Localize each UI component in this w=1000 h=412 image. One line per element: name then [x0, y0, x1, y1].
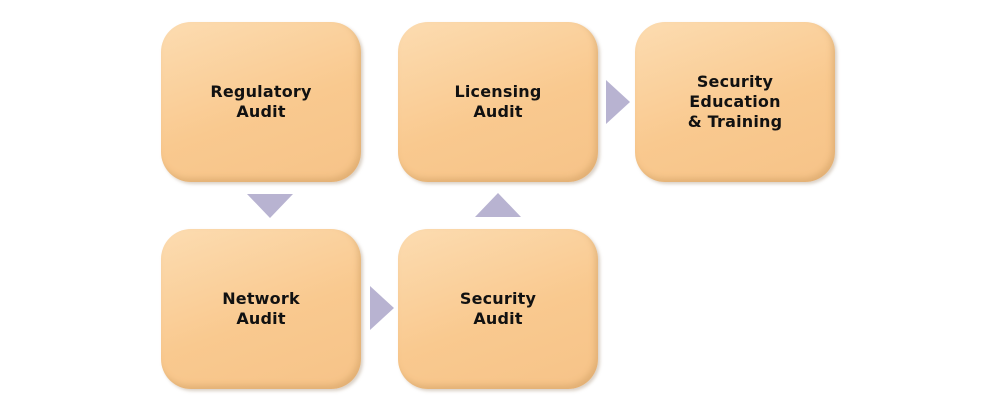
- node-regulatory-audit: Regulatory Audit: [161, 22, 361, 182]
- node-label-security-education-training: Security Education & Training: [687, 72, 783, 131]
- node-label-licensing-audit: Licensing Audit: [454, 82, 542, 121]
- node-security-audit: Security Audit: [398, 229, 598, 389]
- node-label-regulatory-audit: Regulatory Audit: [210, 82, 312, 121]
- arrow-right-icon: [370, 286, 394, 330]
- node-label-network-audit: Network Audit: [222, 289, 300, 328]
- node-licensing-audit: Licensing Audit: [398, 22, 598, 182]
- arrow-right-icon: [606, 80, 630, 124]
- arrow-up-icon: [475, 193, 521, 217]
- node-network-audit: Network Audit: [161, 229, 361, 389]
- node-security-education-training: Security Education & Training: [635, 22, 835, 182]
- arrow-down-icon: [247, 194, 293, 218]
- node-label-security-audit: Security Audit: [459, 289, 537, 328]
